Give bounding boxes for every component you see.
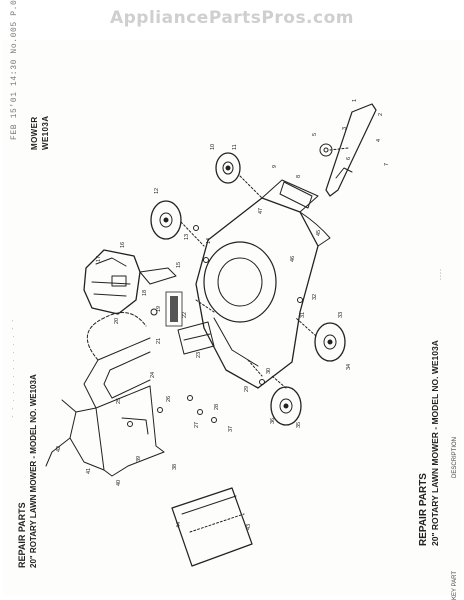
callout-number: 28	[214, 404, 220, 410]
callout-number: 1	[352, 99, 358, 102]
callout-number: 27	[194, 422, 200, 428]
wheel-front-right	[314, 322, 346, 362]
warning-label	[165, 291, 183, 327]
callout-number: 7	[384, 163, 390, 166]
callout-number: 24	[150, 372, 156, 378]
callout-number: 10	[210, 144, 216, 150]
callout-number: 3	[342, 127, 348, 130]
blade	[325, 103, 377, 197]
control-cable	[87, 312, 147, 361]
callout-number: 38	[172, 464, 178, 470]
scanned-sheet	[3, 40, 461, 596]
callout-number: 43	[246, 524, 252, 530]
callout-number: 8	[296, 175, 302, 178]
deck-rib	[213, 317, 259, 367]
callout-number: 11	[232, 144, 238, 150]
callout-number: 17	[96, 256, 102, 262]
callout-number: 46	[290, 256, 296, 262]
callout-number: 35	[296, 422, 302, 428]
callout-number: 39	[136, 456, 142, 462]
callout-number: 15	[176, 262, 182, 268]
mower-deck	[195, 197, 319, 389]
callout-number: 14	[206, 238, 212, 244]
callout-number: 9	[272, 165, 278, 168]
callout-number: 37	[228, 426, 234, 432]
callout-number: 36	[270, 418, 276, 424]
callout-number: 16	[120, 242, 126, 248]
callout-number: 45	[316, 230, 322, 236]
deck-dome-inner	[217, 257, 263, 307]
callout-number: 34	[346, 364, 352, 370]
callout-number: 6	[346, 157, 352, 160]
callout-number: 13	[184, 234, 190, 240]
handle-assembly	[45, 337, 165, 477]
callout-number: 19	[156, 306, 162, 312]
callout-number: 5	[312, 133, 318, 136]
callout-number: 20	[114, 318, 120, 324]
engine	[83, 249, 177, 315]
callout-number: 47	[258, 208, 264, 214]
callout-number: 26	[166, 396, 172, 402]
wheel-rear-left	[150, 200, 182, 240]
callout-number: 40	[116, 480, 122, 486]
callout-number: 30	[266, 368, 272, 374]
callout-number: 12	[154, 188, 160, 194]
callout-number: 18	[142, 290, 148, 296]
callout-number: 23	[196, 352, 202, 358]
callout-number: 29	[244, 386, 250, 392]
callout-number: 44	[176, 522, 182, 528]
callout-number: 31	[300, 312, 306, 318]
discharge-cover	[177, 321, 215, 355]
callout-number: 33	[338, 312, 344, 318]
callout-number: 32	[312, 294, 318, 300]
rear-shield	[279, 181, 313, 209]
callout-number: 22	[182, 312, 188, 318]
callout-number: 2	[378, 113, 384, 116]
callout-number: 42	[56, 446, 62, 452]
watermark: AppliancePartsPros.com	[109, 8, 354, 28]
deck-dome	[203, 241, 277, 323]
callout-number: 25	[116, 398, 122, 404]
callout-number: 41	[86, 468, 92, 474]
grass-bag	[171, 487, 253, 567]
callout-number: 4	[376, 139, 382, 142]
wheel-rear-right	[215, 152, 241, 184]
callout-number: 21	[156, 338, 162, 344]
deck-chute	[299, 211, 331, 247]
wheel-front-left	[270, 386, 302, 426]
